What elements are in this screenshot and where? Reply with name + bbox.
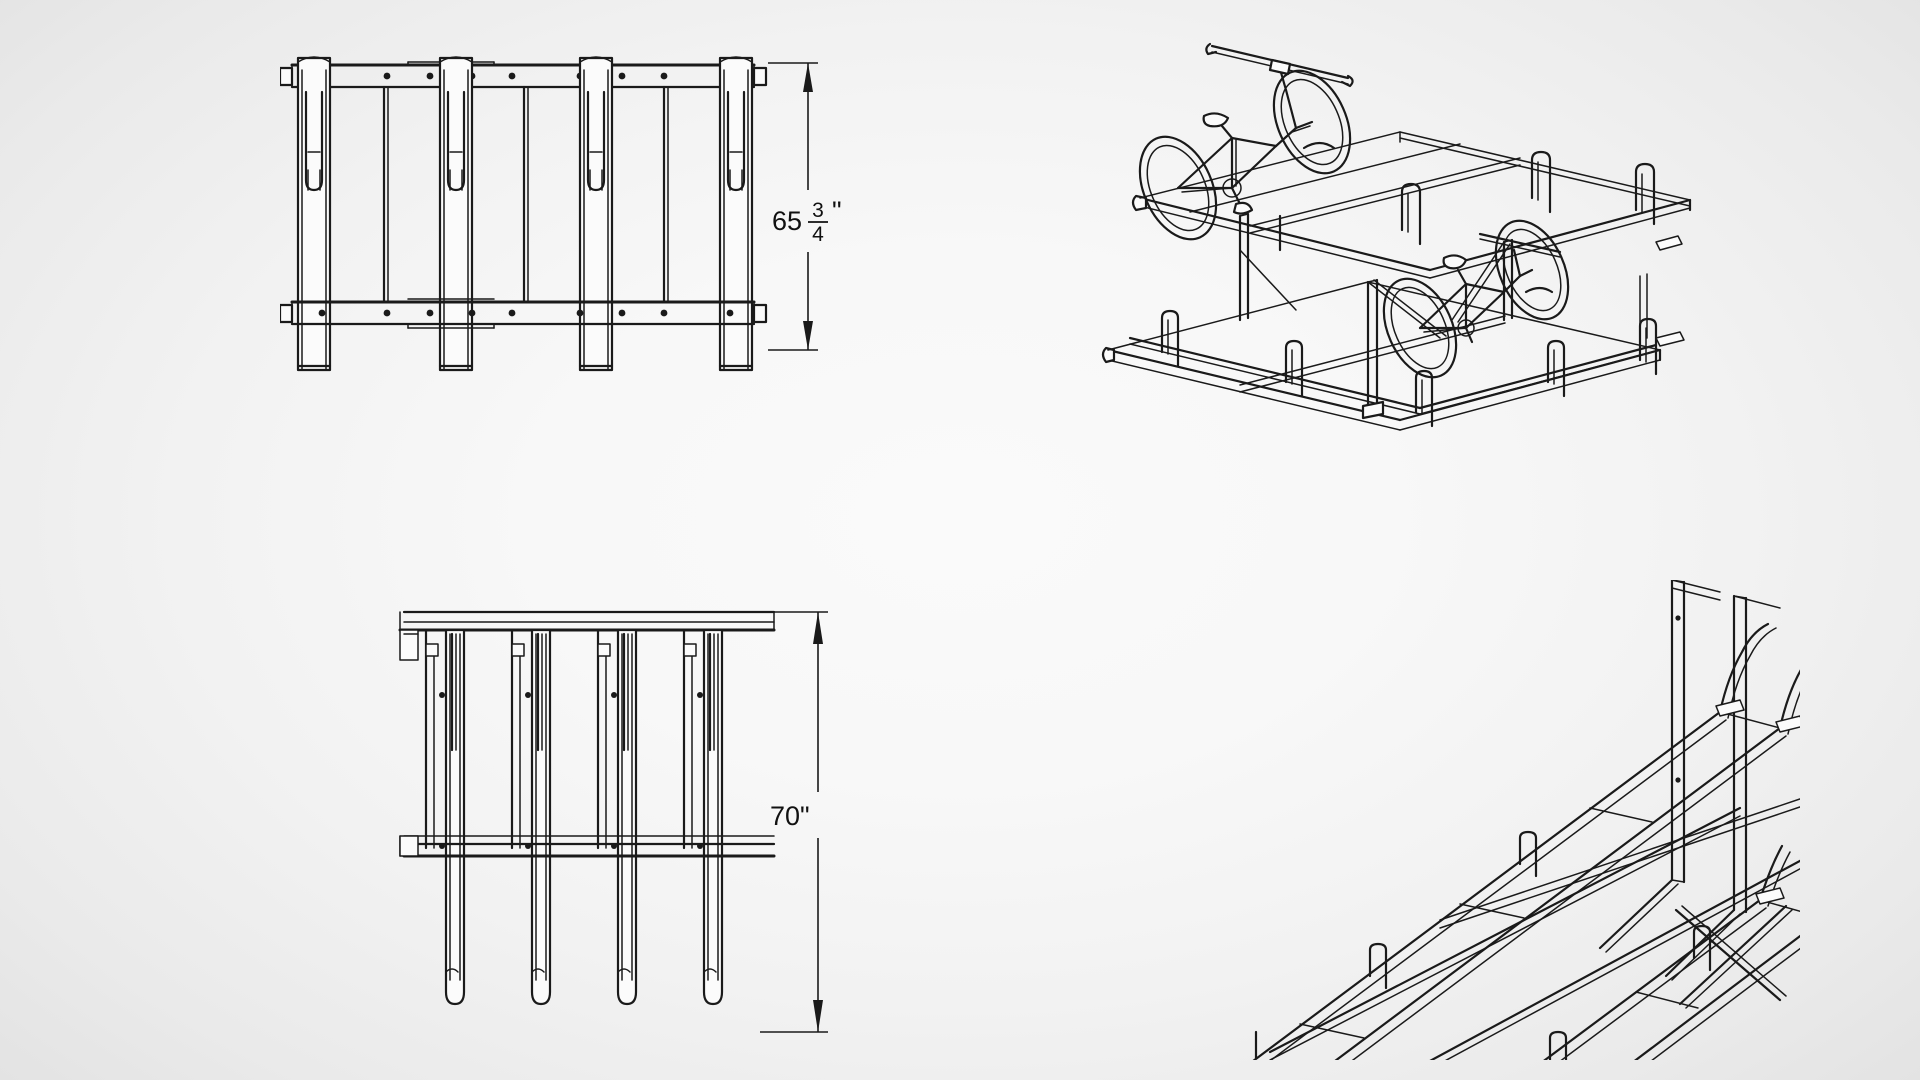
foreground-hardware: [1399, 131, 1685, 347]
isometric-empty-geometry: [1252, 580, 1800, 1060]
dimension-label-height: 65 3 4 ": [772, 196, 842, 246]
dimension-label-depth: 70": [770, 801, 810, 831]
lower-tier-wheel-guides: [1160, 309, 1658, 428]
support-legs: [1598, 878, 1741, 981]
dimension-whole-number: 65: [772, 206, 802, 236]
post-1: [296, 56, 332, 372]
side-elevation-geometry: [398, 610, 776, 1006]
structural-rails: [1268, 798, 1800, 1060]
isometric-loaded-geometry: [1101, 42, 1692, 431]
lower-tier-tray: [1128, 336, 1658, 415]
view-side-elevation: [398, 610, 776, 1006]
view-isometric-loaded: [1101, 42, 1692, 431]
dimension-unit-mark: ": [832, 196, 842, 226]
front-elevation-geometry: [280, 56, 768, 372]
post-3: [578, 56, 614, 372]
view-isometric-empty: [1252, 580, 1800, 1060]
vertical-columns: [1238, 212, 1648, 420]
end-frame-posts: [1670, 580, 1748, 914]
cross-bracing: [1674, 904, 1793, 1009]
dimension-numerator: 3: [812, 199, 824, 222]
dimension-denominator: 4: [812, 223, 824, 246]
top-rail: [280, 61, 768, 89]
upper-tier-hooks: [1718, 622, 1800, 735]
upper-tier-wheel-guides: [1278, 150, 1656, 252]
bicycle-upper: [1138, 42, 1354, 241]
dimension-depth-70: 70": [760, 611, 828, 1033]
side-post-assembly-4: [682, 628, 724, 1006]
view-front-elevation: [280, 56, 768, 372]
side-post-assembly-3: [596, 628, 638, 1006]
side-post-assembly-1: [424, 628, 466, 1006]
dimension-height-65-3-4: 65 3 4 ": [768, 62, 842, 351]
side-post-assembly-2: [510, 628, 552, 1006]
bicycle-lower: [1382, 219, 1570, 379]
upper-tier-trays: [1252, 710, 1787, 1060]
post-2: [438, 56, 474, 372]
post-4: [718, 56, 754, 372]
tray-connectors: [1671, 580, 1800, 905]
floor-rails: [1431, 1040, 1800, 1060]
bottom-rail: [280, 298, 768, 329]
lower-cross-rail: [399, 835, 776, 858]
divider-rods: [382, 85, 669, 304]
